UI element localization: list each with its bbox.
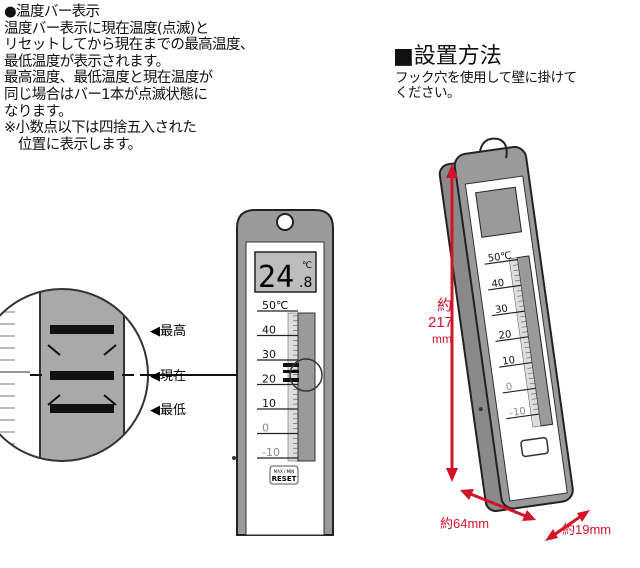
magnifier (0, 288, 290, 462)
scale-label: 20 (262, 373, 276, 386)
text-line: ください。 (395, 85, 460, 101)
lcd (254, 251, 317, 293)
height-value: 217 (428, 314, 453, 331)
scale-tick (495, 336, 529, 343)
minor-tick (527, 367, 533, 369)
thermometer-side: 50℃ 40 30 20 10 0 -10 (438, 137, 574, 512)
depth-dimension: 約19mm (562, 522, 611, 537)
scale-tick (491, 310, 525, 317)
label-current: ◀現在 (150, 369, 186, 384)
text-line: 最低温度が表示されます。 (4, 53, 170, 70)
minor-tick (523, 341, 529, 343)
minor-tick (533, 408, 539, 410)
minor-tick (531, 393, 537, 395)
width-dimension: 約64mm (440, 516, 489, 531)
minor-tick (518, 300, 524, 302)
lcd-unit: ℃ (302, 261, 312, 271)
minor-tick (525, 351, 531, 354)
scale-tick (488, 284, 522, 291)
text-line: ※小数点以下は四捨五入された (4, 120, 197, 137)
minor-tick (520, 315, 526, 318)
text-line: なります。 (4, 103, 73, 120)
install-heading: ■設置方法 (393, 44, 502, 69)
minor-tick (516, 290, 522, 292)
height-unit: mm (432, 332, 452, 346)
reset-button (269, 465, 299, 485)
thermometer-front: 24 ℃ .8 50℃ 40 30 20 10 0 -10 MAX / MIN RESET (232, 209, 334, 536)
text-line: 温度バー表示に現在温度(点滅)と (4, 20, 209, 37)
bar-display-description: ●温度バー表示 温度バー表示に現在温度(点滅)と リセットしてから現在までの最高… (4, 4, 254, 153)
scale-label: 20 (498, 329, 512, 342)
minor-tick (528, 377, 535, 380)
text-line: 最高温度、最低温度と現在温度が (4, 70, 213, 87)
text-line: 位置に表示します。 (4, 136, 142, 153)
reset-button-label: RESET (272, 475, 297, 483)
current-bar (50, 371, 114, 380)
label-min: ◀最低 (150, 403, 186, 418)
min-bar (50, 404, 114, 413)
dimension-arrows (446, 164, 590, 541)
minor-tick (521, 321, 527, 323)
height-prefix: 約 (437, 297, 452, 314)
section-heading: ●温度バー表示 (4, 4, 100, 20)
minor-tick (515, 279, 521, 282)
scale-label: 30 (494, 303, 508, 316)
text-line: 同じ場合はバー1本が点滅状態に (4, 86, 208, 103)
scale-label: 40 (491, 278, 505, 291)
minor-tick (526, 357, 532, 359)
text-line: リセットしてから現在までの最高温度、 (4, 37, 254, 54)
hook (478, 137, 508, 159)
minor-tick (522, 331, 528, 333)
scale-label: 40 (262, 324, 276, 337)
blink-marks (30, 344, 134, 406)
scale-label: 10 (262, 397, 276, 410)
minor-tick (532, 403, 538, 405)
minor-tick (518, 305, 524, 307)
install-description: フック穴を使用して壁に掛けて ください。 (395, 71, 577, 101)
scale-tick (484, 259, 518, 265)
minor-tick (513, 269, 519, 271)
label-max: ◀最高 (150, 323, 186, 339)
minor-tick (529, 382, 535, 385)
scale-label: 50℃ (487, 250, 512, 264)
scale-tick (499, 361, 532, 368)
scale-label: 10 (502, 355, 516, 368)
minor-tick (528, 372, 534, 374)
lcd-temperature: 24 (258, 260, 294, 295)
scale-tick (502, 387, 536, 394)
text-line: フック穴を使用して壁に掛けて (395, 70, 577, 86)
scale-label: 0 (262, 422, 269, 435)
scale-label: 50℃ (262, 299, 288, 312)
minor-tick (524, 346, 530, 349)
minor-tick (521, 326, 527, 328)
reset-button-top-label: MAX / MIN (274, 469, 294, 474)
minor-tick (514, 274, 520, 277)
scale-label: 30 (262, 348, 276, 361)
scale-label: -10 (262, 446, 280, 459)
scale-tick (506, 413, 540, 420)
minor-tick (513, 264, 519, 266)
scale-label: 0 (505, 382, 513, 394)
minor-tick (517, 295, 523, 297)
hook-hole (276, 213, 294, 231)
lcd-decimal: .8 (299, 275, 312, 291)
minor-tick (531, 398, 537, 400)
scale-label: -10 (509, 406, 527, 419)
max-bar (50, 325, 114, 334)
